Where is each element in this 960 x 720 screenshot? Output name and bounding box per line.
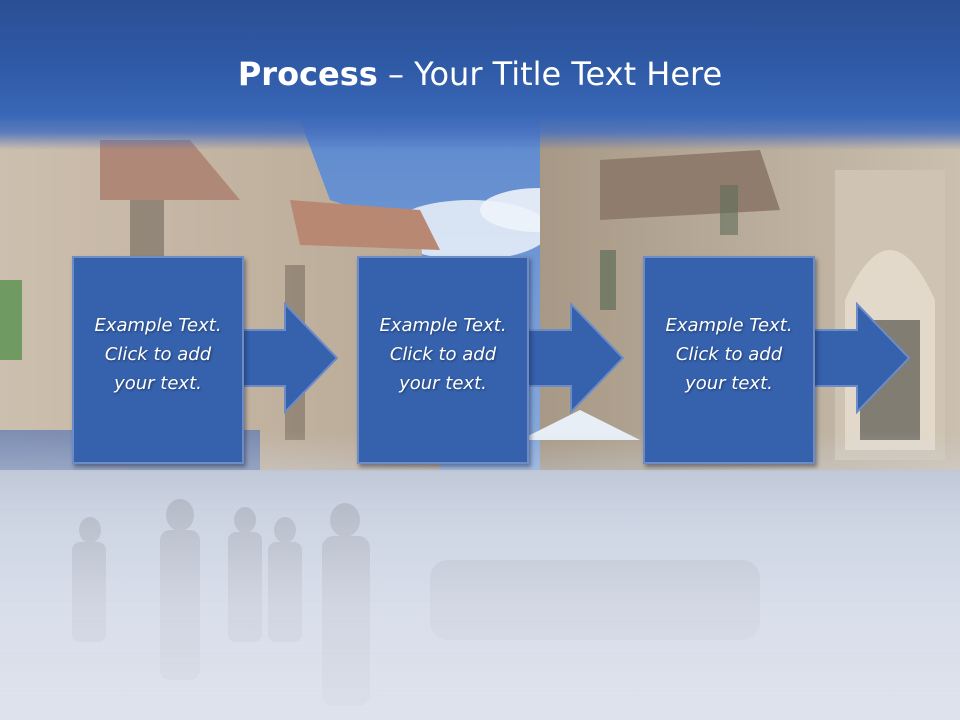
step-line-3: your text.: [114, 373, 202, 394]
step-text-2: Example Text. Click to add your text.: [359, 311, 527, 398]
title-rest-text: – Your Title Text Here: [377, 55, 723, 93]
step-text-3: Example Text. Click to add your text.: [645, 311, 813, 398]
step-box-1[interactable]: Example Text. Click to add your text.: [72, 256, 244, 464]
photo-fade-overlay: [0, 430, 960, 720]
step-line-1: Example Text.: [94, 315, 222, 336]
step-arrow-1: [240, 302, 339, 414]
step-box-2[interactable]: Example Text. Click to add your text.: [357, 256, 529, 464]
title-band: Process – Your Title Text Here: [0, 0, 960, 150]
title-bold-text: Process: [237, 55, 378, 93]
step-text-1: Example Text. Click to add your text.: [74, 311, 242, 398]
step-line-1: Example Text.: [379, 315, 507, 336]
step-box-3[interactable]: Example Text. Click to add your text.: [643, 256, 815, 464]
step-line-3: your text.: [399, 373, 487, 394]
step-arrow-2: [526, 302, 625, 414]
slide-title[interactable]: Process – Your Title Text Here: [0, 52, 960, 96]
step-line-3: your text.: [685, 373, 773, 394]
step-line-1: Example Text.: [665, 315, 793, 336]
step-arrow-3: [812, 302, 911, 414]
step-line-2: Click to add: [104, 344, 212, 365]
step-line-2: Click to add: [675, 344, 783, 365]
step-line-2: Click to add: [389, 344, 497, 365]
